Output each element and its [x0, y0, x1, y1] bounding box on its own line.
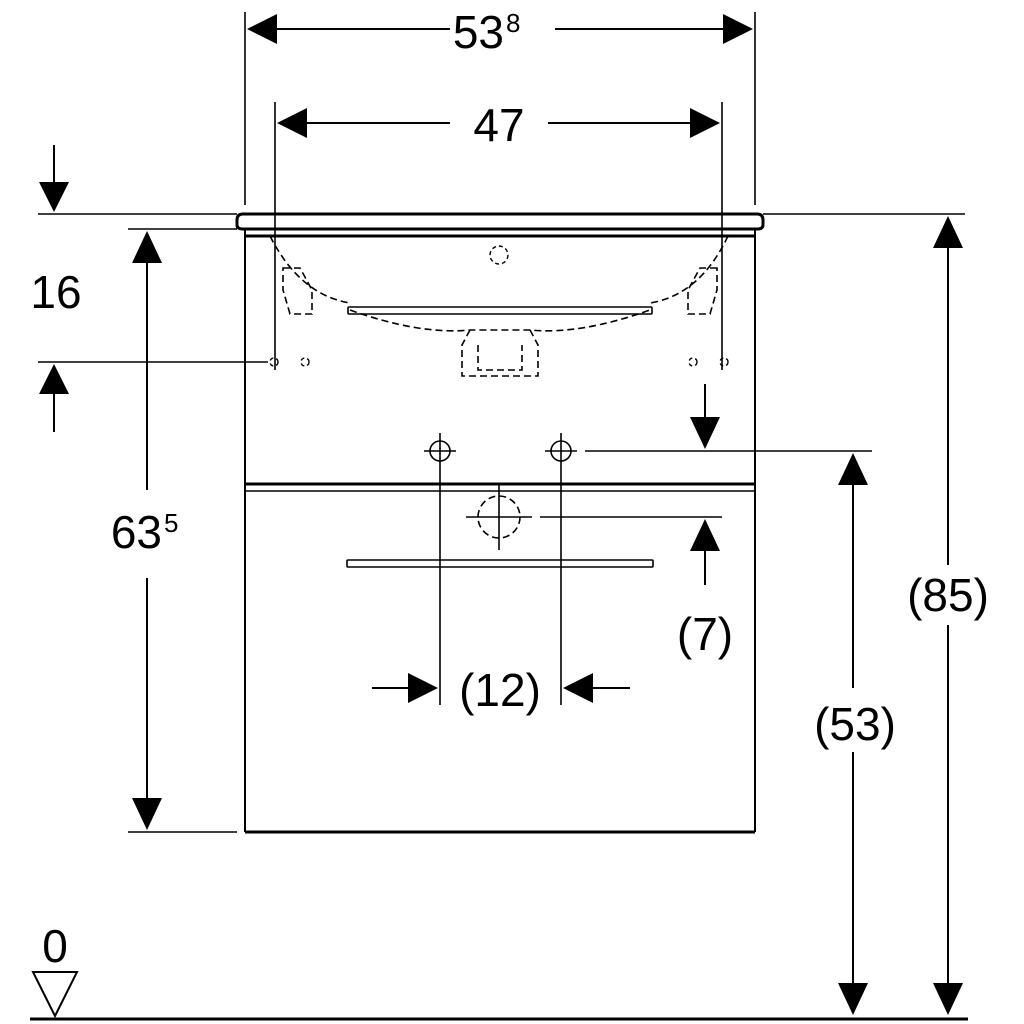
arrowhead-up — [690, 519, 720, 551]
total-height-label: (85) — [907, 569, 989, 621]
arrowhead-left — [277, 108, 307, 138]
washbasin — [235, 212, 765, 377]
arrowhead-down — [132, 798, 162, 830]
arrowhead-down — [690, 417, 720, 449]
arrowhead-up — [39, 364, 69, 394]
bowl-outline-left — [269, 235, 351, 304]
floor-level: 0 — [30, 920, 968, 1021]
overall-width-label: 53 — [453, 6, 504, 58]
supply-height-dimension: (53) — [585, 450, 896, 1015]
drain-offset-label: (7) — [677, 608, 733, 660]
basin-shelf — [347, 306, 653, 315]
overall-width-superscript: 8 — [506, 8, 520, 38]
top-offset-label: 16 — [30, 266, 81, 318]
overall-width-dimension: 53 8 — [244, 6, 756, 205]
level-marker-icon — [31, 971, 79, 1019]
cabinet-height-label: 63 — [111, 506, 162, 558]
arrowhead-right — [408, 673, 438, 703]
top-offset-dimension: 16 — [30, 145, 268, 432]
arrowhead-right — [723, 14, 753, 44]
water-supply-points — [424, 433, 577, 705]
total-height-dimension: (85) — [763, 213, 989, 1015]
arrowhead-up — [933, 216, 963, 248]
supply-spacing-dimension: (12) — [372, 664, 630, 716]
basin-rim — [235, 212, 765, 231]
cabinet-height-dimension: 63 5 — [111, 228, 237, 833]
basin-width-label: 47 — [473, 99, 524, 151]
overflow-hole-hidden — [489, 245, 509, 265]
drain-body-hidden — [461, 329, 539, 377]
supply-spacing-label: (12) — [459, 664, 541, 716]
floor-level-label: 0 — [42, 920, 68, 972]
drain-point — [466, 484, 532, 550]
bracket-left-hidden — [282, 267, 313, 315]
vanity-cabinet — [244, 236, 756, 834]
arrowhead-left — [247, 14, 277, 44]
cabinet-height-superscript: 5 — [164, 508, 178, 538]
drain-offset-dimension: (7) — [540, 384, 733, 660]
arrowhead-down — [838, 983, 868, 1015]
arrowhead-up — [132, 231, 162, 263]
drawer-handle — [346, 559, 654, 568]
bowl-outline-right — [649, 235, 729, 304]
bowl-bottom-outline — [349, 309, 651, 332]
arrowhead-left — [563, 673, 593, 703]
bracket-right-hidden — [687, 267, 718, 315]
supply-height-label: (53) — [814, 698, 896, 750]
arrowhead-down — [933, 983, 963, 1015]
arrowhead-down — [39, 182, 69, 212]
arrowhead-right — [690, 108, 720, 138]
arrowhead-up — [838, 453, 868, 485]
